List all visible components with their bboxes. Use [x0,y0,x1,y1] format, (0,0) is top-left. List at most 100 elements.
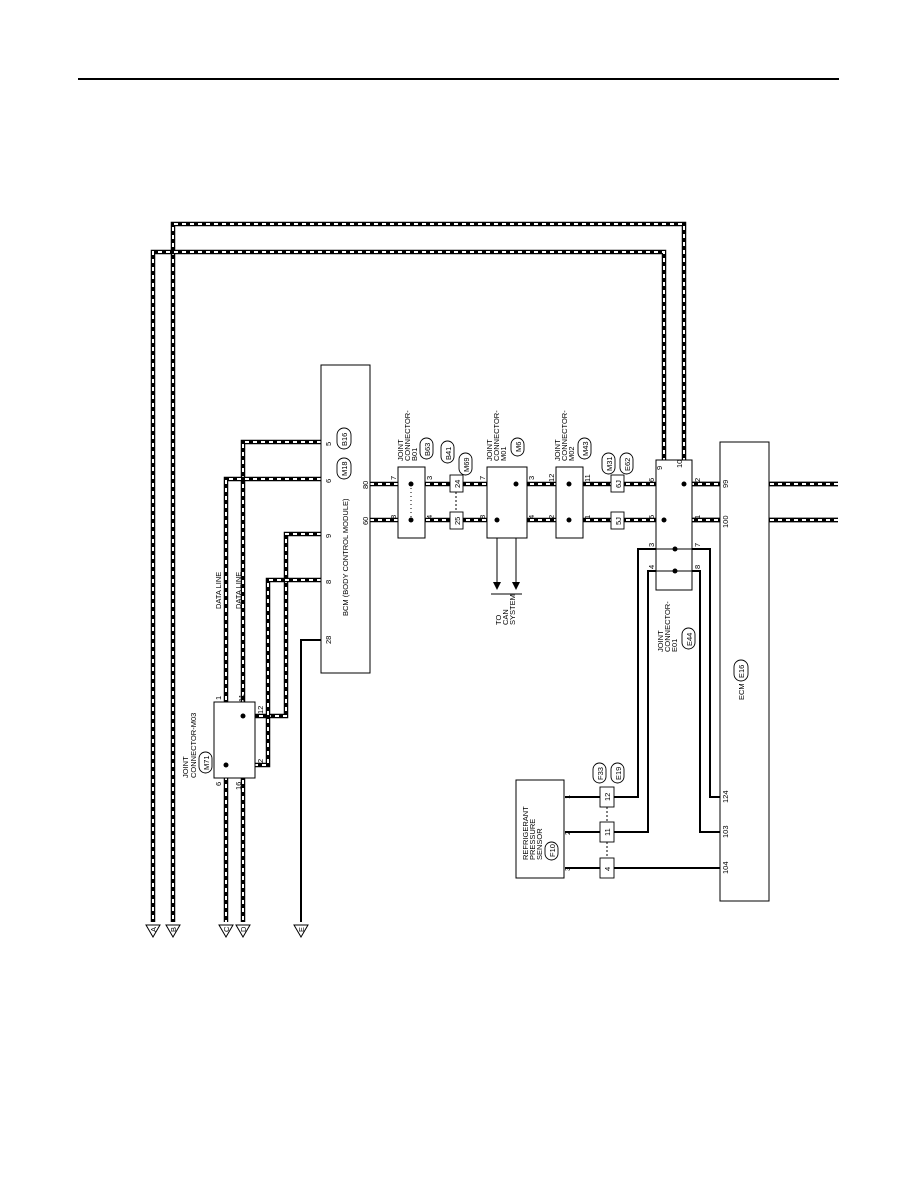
bcm-pin-28: 28 [324,636,333,644]
wire-28 [300,639,321,922]
inline-b41-conn-2: M69 [462,457,471,472]
pin-label: TO [494,615,503,625]
joint-connector-m02: JOINT CONNECTOR- M02 M43 12 11 2 1 [547,410,592,539]
data-line-9 [243,531,321,719]
pin-label: 6J [614,480,623,488]
jc-m03-connector: M71 [202,755,211,770]
pin-label: JOINT [485,439,494,461]
pin-label: 4 [603,867,612,871]
inline-connector-f33: 12 11 4 F33 E19 [592,762,625,879]
pin-label: 4 [527,515,536,519]
pin-label: 3 [563,867,572,871]
pin-label: CONNECTOR-M03 [189,713,198,778]
jc-b01-connector: B63 [423,443,432,456]
bcm-name: BCM (BODY CONTROL MODULE) [341,498,350,616]
pin-label: 5 [647,515,656,519]
sensor-wire-1 [565,548,656,798]
continuation-markers: A B C D E [145,924,309,938]
pin-label: 3 [647,543,656,547]
pin-label: 2 [547,515,556,519]
pin-label: 24 [453,480,462,488]
data-line-5 [240,439,321,922]
pin-label: CONNECTOR- [403,410,412,461]
ecm-module: ECM E16 99 100 124 103 104 [719,441,770,902]
pin-label: C [222,926,231,932]
jc-m01-connector: M6 [514,442,523,452]
joint-connector-m01: JOINT CONNECTOR- M01 M6 7 3 8 4 [478,410,536,539]
pin-label: 103 [721,825,730,838]
pin-label: 1 [214,696,223,700]
ecm-wire-124 [692,548,720,798]
pin-label: M02 [567,446,576,461]
pin-label: 1 [563,795,572,799]
pin-label: 6 [214,782,223,786]
pin-label: 124 [721,790,730,803]
pin-label: A [149,927,158,932]
pin-label: CONNECTOR- [492,410,501,461]
ecm-name: ECM [737,683,746,700]
pin-label: 3 [527,476,536,480]
bcm-pin-8: 8 [324,580,333,584]
pin-label: 25 [453,517,462,525]
pin-label: 7 [693,543,702,547]
pin-label: E01 [670,639,679,652]
pin-label: 104 [721,861,730,874]
inline-connector-b41: 24 25 B41 M69 [440,440,473,530]
pin-label: 8 [389,515,398,519]
pin-label: 12 [547,474,556,482]
bcm-module: BCM (BODY CONTROL MODULE) M18 B16 5 6 9 … [320,364,371,674]
bcm-pin-9: 9 [324,534,333,538]
pin-label: 100 [721,515,730,528]
continuation-e: E [293,924,309,938]
bcm-pin-60: 60 [361,517,370,525]
joint-connector-m03: JOINT CONNECTOR-M03 M71 1 11 12 6 16 2 [181,694,265,790]
pin-label: 8 [693,565,702,569]
pin-label: B01 [410,448,419,461]
inline-f33-conn-1: F33 [596,767,605,780]
pin-label: 6 [647,478,656,482]
continuation-d: D [235,924,251,938]
bcm-pin-5: 5 [324,442,333,446]
pin-label: 99 [721,480,730,488]
pin-label: 4 [647,565,656,569]
pin-label: 1 [583,515,592,519]
pin-label: 12 [256,706,265,714]
pin-label: CONNECTOR- [663,601,672,652]
pin-label: PRESSURE [528,819,537,860]
pin-label: 7 [389,476,398,480]
continuation-a: A [145,924,161,938]
inline-m31-conn-2: E62 [623,458,632,471]
continuation-c: C [218,924,234,938]
pin-label: SENSOR [535,828,544,860]
pin-label: CAN [501,609,510,625]
bcm-pin-80: 80 [361,481,370,489]
pin-label: 11 [583,474,592,482]
pin-label: JOINT [656,630,665,652]
ecm-connector: E16 [737,665,746,678]
pin-label: 11 [603,828,612,836]
pin-label: 7 [478,476,487,480]
pin-label: 2 [563,831,572,835]
pin-label: CONNECTOR- [560,410,569,461]
refrigerant-pressure-sensor: REFRIGERANT PRESSURE SENSOR F10 1 2 3 [515,779,572,879]
pin-label: 10 [675,460,684,468]
ecm-wire-103 [692,570,720,833]
inline-connector-m31: 6J 5J M31 E62 [601,452,634,530]
joint-connector-e01: 9 10 6 2 5 1 3 7 4 8 JOINT CONNECTOR- E0… [647,459,702,652]
jc-m02-connector: M43 [581,441,590,456]
joint-connector-b01: JOINT CONNECTOR- B01 B63 7 3 8 4 [389,410,434,539]
bcm-pin-6: 6 [324,479,333,483]
bcm-connector-2: B16 [340,433,349,446]
inline-b41-conn-1: B41 [444,447,453,460]
inline-f33-conn-2: E19 [614,767,623,780]
pin-label: 9 [655,466,664,470]
data-line-label-2: DATA LINE [234,572,243,609]
pin-label: 4 [425,515,434,519]
pin-label: 8 [478,515,487,519]
pin-label: E [297,927,306,932]
pin-label: 5J [614,517,623,525]
pin-label: 1 [693,515,702,519]
pin-label: SYSTEM [508,594,517,625]
sensor-connector: F10 [548,844,557,857]
